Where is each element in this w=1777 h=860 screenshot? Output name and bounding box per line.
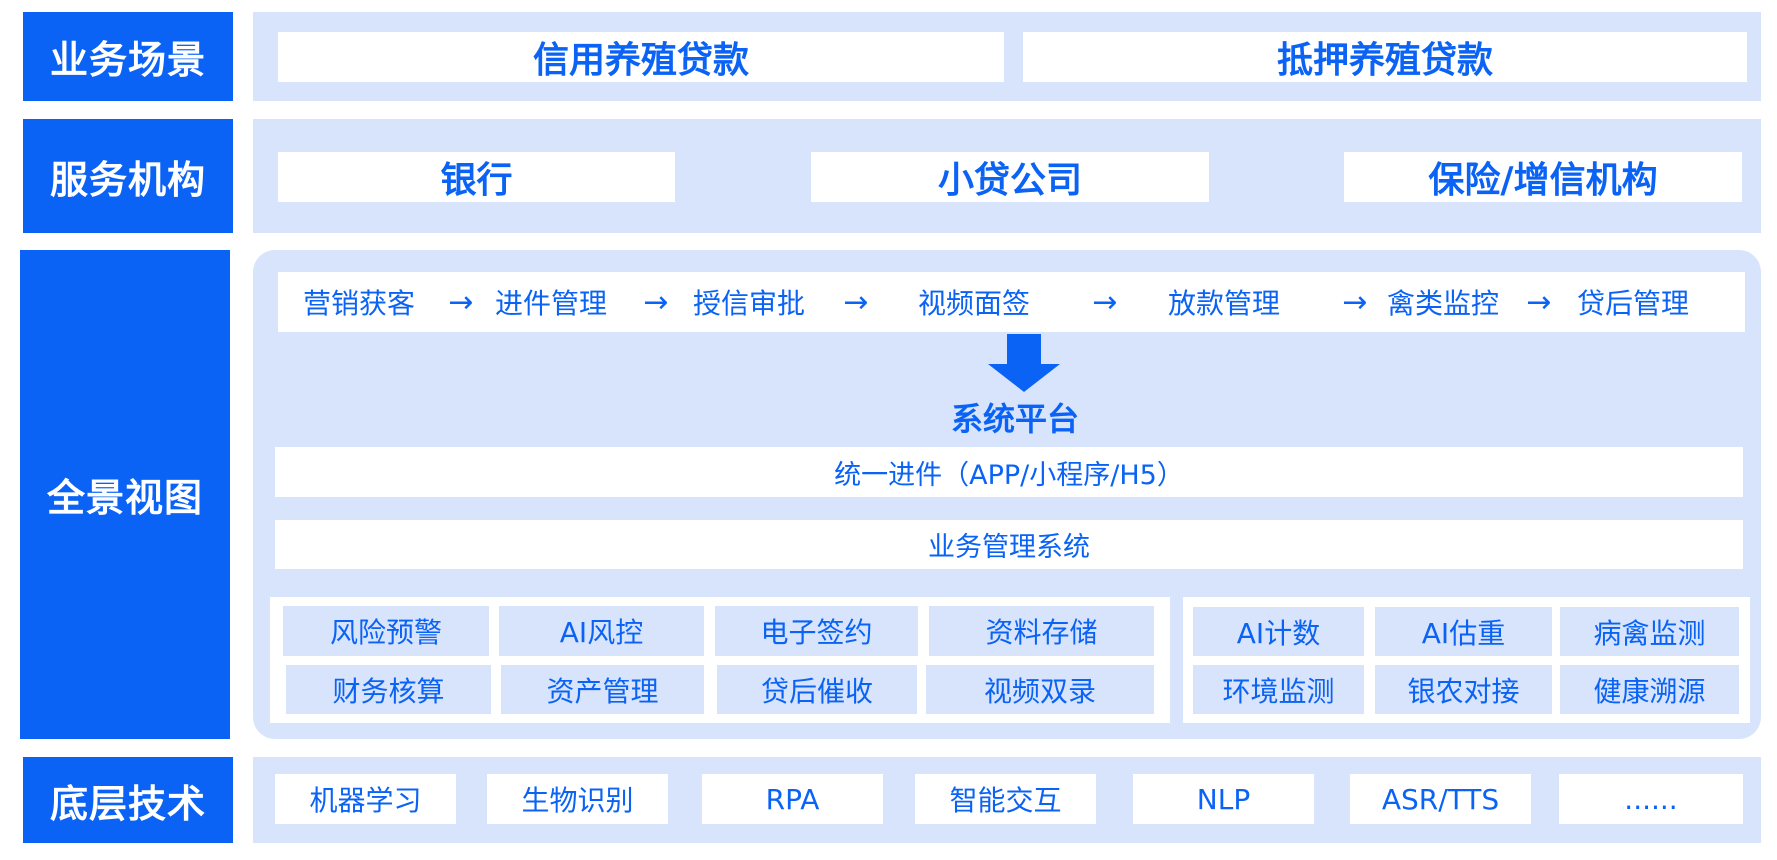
module-cell: AI计数 bbox=[1193, 607, 1364, 656]
module-cell: 资产管理 bbox=[501, 665, 704, 714]
business-system-bar: 业务管理系统 bbox=[275, 520, 1743, 569]
arrow-right-icon: → bbox=[643, 284, 669, 320]
arrow-right-icon: → bbox=[1092, 284, 1118, 320]
module-cell: AI估重 bbox=[1375, 607, 1552, 656]
arrow-right-icon: → bbox=[1342, 284, 1368, 320]
tech-item: 生物识别 bbox=[487, 774, 668, 824]
module-cell: 视频双录 bbox=[926, 665, 1154, 714]
scenario-panel: 信用养殖贷款 抵押养殖贷款 bbox=[253, 12, 1761, 101]
tech-item: ASR/TTS bbox=[1350, 774, 1531, 824]
flow-step: 禽类监控 bbox=[1386, 287, 1499, 320]
technology-panel: 机器学习 生物识别 RPA 智能交互 NLP ASR/TTS ...... bbox=[253, 757, 1761, 843]
institution-bank: 银行 bbox=[278, 152, 675, 202]
row-label-panorama: 全景视图 bbox=[20, 250, 230, 739]
scenario-credit-loan: 信用养殖贷款 bbox=[278, 32, 1004, 82]
flow-step: 授信审批 bbox=[692, 287, 805, 320]
tech-item: 智能交互 bbox=[915, 774, 1096, 824]
tech-item: ...... bbox=[1559, 774, 1743, 824]
module-cell: 资料存储 bbox=[929, 606, 1154, 656]
row-label-institutions: 服务机构 bbox=[23, 119, 233, 233]
unified-entry-bar: 统一进件（APP/小程序/H5） bbox=[275, 447, 1743, 497]
flow-step: 放款管理 bbox=[1167, 287, 1280, 320]
module-cell: 风险预警 bbox=[283, 606, 489, 656]
tech-item: RPA bbox=[702, 774, 883, 824]
tech-item: 机器学习 bbox=[275, 774, 456, 824]
tech-item: NLP bbox=[1133, 774, 1314, 824]
module-cell: 贷后催收 bbox=[717, 665, 917, 714]
arrow-right-icon: → bbox=[843, 284, 869, 320]
row-label-technology: 底层技术 bbox=[23, 757, 233, 843]
module-cell: 病禽监测 bbox=[1560, 607, 1739, 656]
module-cell: AI风控 bbox=[499, 606, 704, 656]
arrow-right-icon: → bbox=[448, 284, 474, 320]
module-cell: 健康溯源 bbox=[1560, 665, 1739, 714]
module-cell: 银农对接 bbox=[1375, 665, 1552, 714]
platform-title: 系统平台 bbox=[950, 400, 1079, 438]
panorama-panel: 营销获客 → 进件管理 → 授信审批 → 视频面签 → 放款管理 → 禽类监控 … bbox=[253, 250, 1761, 739]
row-label-scenario: 业务场景 bbox=[23, 12, 233, 101]
flow-step: 营销获客 bbox=[302, 287, 415, 320]
module-cell: 环境监测 bbox=[1193, 665, 1364, 714]
module-cell: 财务核算 bbox=[286, 665, 491, 714]
flow-step: 进件管理 bbox=[494, 287, 607, 320]
arrow-right-icon: → bbox=[1526, 284, 1552, 320]
scenario-mortgage-loan: 抵押养殖贷款 bbox=[1023, 32, 1747, 82]
module-group-right: AI计数 AI估重 病禽监测 环境监测 银农对接 健康溯源 bbox=[1183, 597, 1750, 723]
module-group-left: 风险预警 AI风控 电子签约 资料存储 财务核算 资产管理 贷后催收 视频双录 bbox=[270, 597, 1170, 723]
flow-step: 视频面签 bbox=[917, 287, 1030, 320]
institution-microloan: 小贷公司 bbox=[811, 152, 1209, 202]
flow-step: 贷后管理 bbox=[1576, 287, 1689, 320]
process-flow: 营销获客 → 进件管理 → 授信审批 → 视频面签 → 放款管理 → 禽类监控 … bbox=[278, 272, 1745, 332]
down-arrow-icon bbox=[988, 334, 1060, 392]
module-cell: 电子签约 bbox=[715, 606, 918, 656]
institutions-panel: 银行 小贷公司 保险/增信机构 bbox=[253, 119, 1761, 233]
institution-insurance: 保险/增信机构 bbox=[1344, 152, 1742, 202]
